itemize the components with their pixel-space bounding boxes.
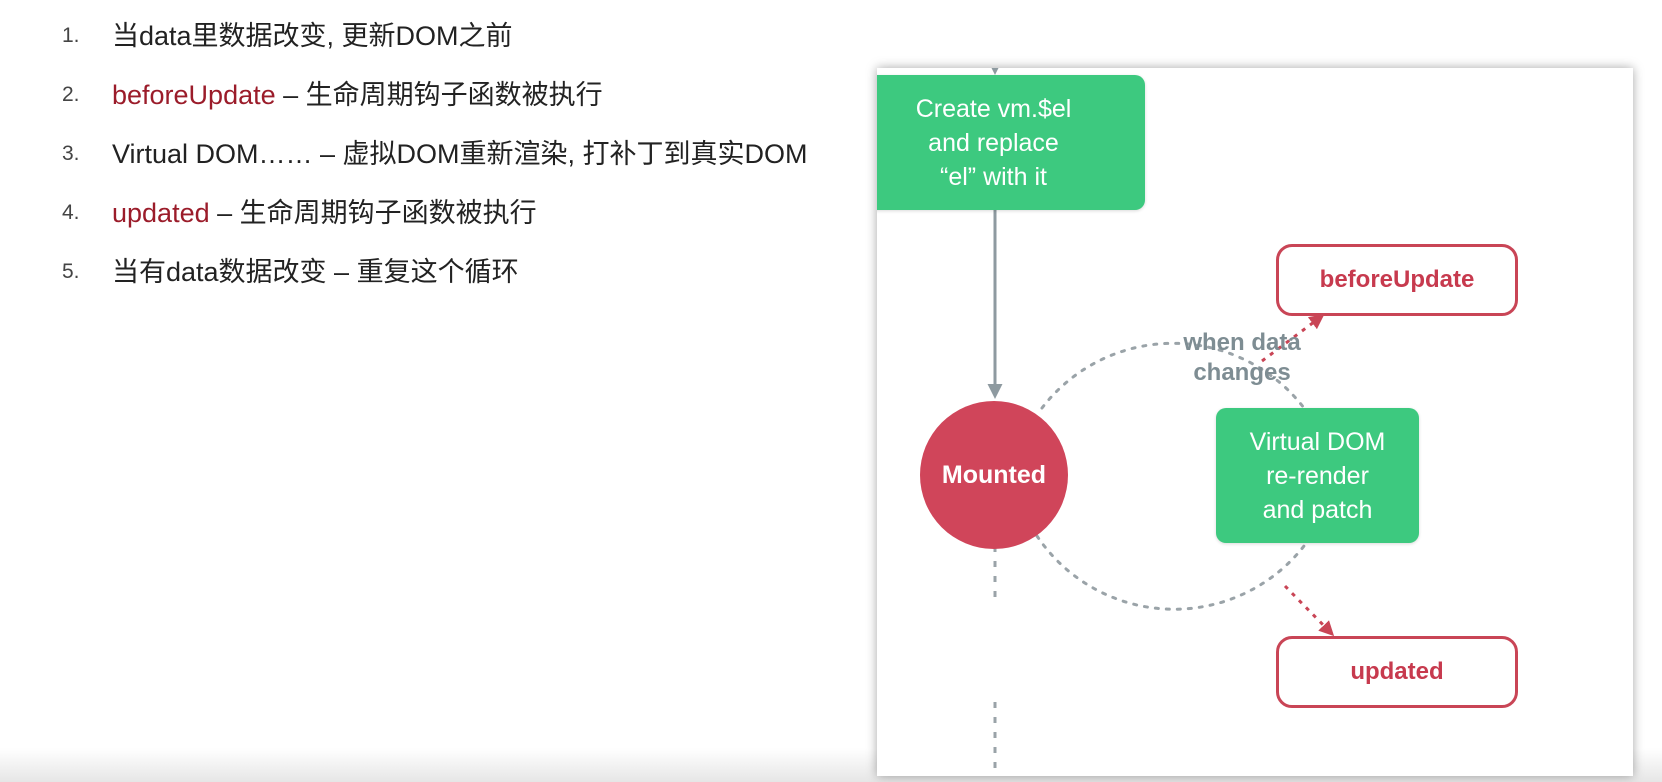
create-vm-el-label: Create vm.$el and replace “el” with it (915, 94, 1072, 191)
step-item-1: 1. 当data里数据改变, 更新DOM之前 (62, 18, 808, 68)
step-list: 1. 当data里数据改变, 更新DOM之前 2. beforeUpdate – 生… (62, 18, 808, 313)
step-item-3: 3. Virtual DOM…… – 虚拟DOM重新渲染, 打补丁到真实DOM (62, 136, 808, 186)
step-item-2: 2. beforeUpdate – 生命周期钩子函数被执行 (62, 77, 808, 127)
diagram-connectors (987, 68, 1335, 776)
lifecycle-diagram: Create vm.$el and replace “el” with it b… (877, 68, 1633, 776)
before-update-hook-box: beforeUpdate (1276, 244, 1518, 316)
step-number: 3. (62, 142, 80, 165)
arrow-to-before-update (1261, 314, 1325, 363)
data-change-cycle-bottom (1035, 534, 1306, 611)
step-number: 2. (62, 83, 80, 106)
step-item-4: 4. updated – 生命周期钩子函数被执行 (62, 195, 808, 245)
step-number: 4. (62, 201, 80, 224)
step-text: Virtual DOM…… – 虚拟DOM重新渲染, 打补丁到真实DOM (112, 139, 808, 169)
step-text: 当data里数据改变, 更新DOM之前 (112, 21, 513, 51)
before-update-label: beforeUpdate (1319, 266, 1475, 293)
step-text: – 生命周期钩子函数被执行 (209, 198, 537, 228)
virtual-dom-box: Virtual DOM re-render and patch (1216, 408, 1419, 543)
mounted-circle: Mounted (920, 401, 1068, 549)
step-hook-name: updated (112, 198, 210, 228)
data-change-cycle-top (1040, 341, 1306, 410)
step-hook-name: beforeUpdate (112, 80, 276, 110)
step-number: 1. (62, 24, 80, 47)
step-number: 5. (62, 260, 80, 283)
arrow-to-updated (1283, 584, 1335, 637)
updated-label: updated (1350, 658, 1444, 685)
when-data-changes-label: when data changes (1183, 329, 1301, 386)
step-text: 当有data数据改变 – 重复这个循环 (112, 257, 519, 287)
create-vm-el-box: Create vm.$el and replace “el” with it (877, 75, 1145, 210)
updated-hook-box: updated (1276, 636, 1518, 708)
step-item-5: 5. 当有data数据改变 – 重复这个循环 (62, 254, 808, 304)
mounted-label: Mounted (941, 460, 1047, 489)
virtual-dom-label: Virtual DOM re-render and patch (1249, 427, 1386, 524)
step-text: – 生命周期钩子函数被执行 (275, 80, 603, 110)
